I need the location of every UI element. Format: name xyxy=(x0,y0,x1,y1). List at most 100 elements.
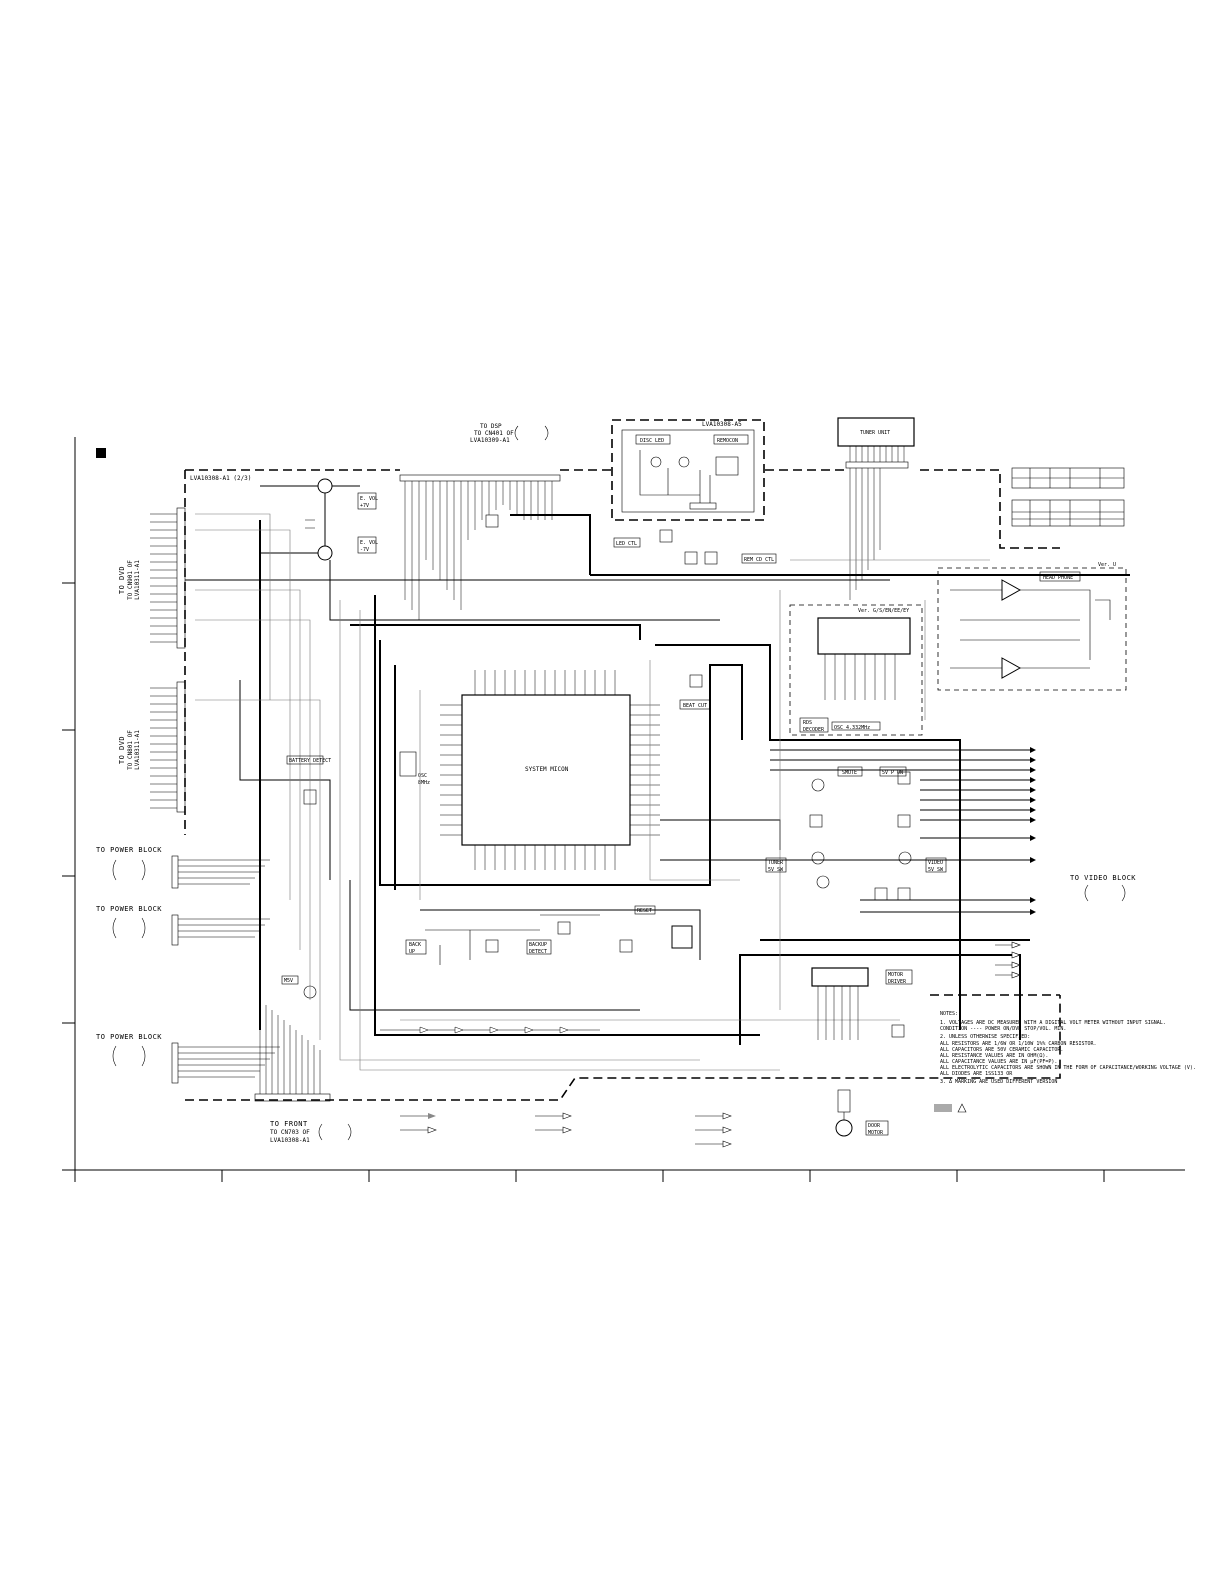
notes-line-4: ALL RESISTORS ARE 1/6W OR 1/10W 1%% CARB… xyxy=(940,1041,1097,1047)
to-dsp-bracket xyxy=(514,425,549,441)
notes-line-2: CONDITION ---- POWER ON/DVD STOP/VOL. MI… xyxy=(940,1026,1066,1032)
beat-cut-label: BEAT CUT xyxy=(683,703,707,709)
door-motor xyxy=(835,1089,853,1137)
disc-led-box xyxy=(635,434,671,445)
notes-line-9: ALL DIODES ARE 1SS133 OR xyxy=(940,1071,1013,1077)
video-sw-label-1: VIDEO xyxy=(928,860,943,866)
to-video-bracket xyxy=(1084,884,1126,902)
notes-line-1: 1. VOLTAGES ARE DC MEASURED WITH A DIGIT… xyxy=(940,1020,1166,1026)
bus-lines xyxy=(185,514,1130,1045)
motor-driver-label-2: DRIVER xyxy=(888,979,907,985)
power-block-1-label: TO POWER BLOCK xyxy=(96,846,162,854)
power-block-1-bracket xyxy=(112,859,146,881)
led-ctl-label: LED CTL xyxy=(616,541,637,547)
board-label: LVA10308-A1 (2/3) xyxy=(190,475,251,482)
system-micon-ic xyxy=(461,694,631,846)
door-motor-label-2: MOTOR xyxy=(868,1130,884,1136)
to-front-label-1: TO FRONT xyxy=(270,1120,308,1128)
tuner-sw-label-1: TUNER xyxy=(768,860,784,866)
tuner-sw-box xyxy=(765,857,787,873)
head-phone-box xyxy=(1039,571,1081,582)
rds-ic xyxy=(817,617,911,655)
right-arrows xyxy=(1030,747,1036,915)
svg-text:LVA10311-A1: LVA10311-A1 xyxy=(134,560,141,600)
m5v-label: M5V xyxy=(284,978,293,984)
e-vol-minus-label-1: E. VOL xyxy=(360,540,378,546)
motor-transistor xyxy=(891,1024,905,1038)
remocon-box xyxy=(713,434,749,445)
osc-rds-box xyxy=(831,721,881,731)
remocon-label: REMOCON xyxy=(717,438,738,444)
sw-on-box xyxy=(879,766,907,777)
ver-rds-label: Ver. G/S/EN/EE/EY xyxy=(858,608,909,614)
motor-pins xyxy=(817,986,859,1040)
title-square-marker xyxy=(96,448,106,458)
main-board-outline xyxy=(184,469,1061,1101)
notes-title: NOTES: xyxy=(940,1011,958,1017)
legend-gray-swatch xyxy=(934,1104,952,1112)
osc-mcu-label-1: OSC xyxy=(418,773,427,779)
motor-driver-ic xyxy=(811,967,869,987)
svg-text:TO CN801 OF: TO CN801 OF xyxy=(127,730,134,770)
sub-board-outline xyxy=(611,419,765,521)
tuner-sw-label-2: 5V SW xyxy=(768,867,784,873)
rds-decoder-box xyxy=(799,717,829,733)
e-vol-regulators xyxy=(260,478,377,561)
backup-detect-box xyxy=(526,939,552,955)
rds-label-2: DECODER xyxy=(803,727,825,733)
notes-line-8: ALL ELECTROLYTIC CAPACITORS ARE SHOWN IN… xyxy=(940,1065,1196,1071)
back-up-label-1: BACK xyxy=(409,942,421,948)
motor-driver-label-1: MOTOR xyxy=(888,972,904,978)
battery-detect-label: BATTERY DETECT xyxy=(289,758,331,764)
rem-cd-ctl-label: REM CD CTL xyxy=(744,557,774,563)
gray-wiring xyxy=(195,513,990,1071)
rem-cd-ctl-box xyxy=(741,553,777,564)
bus-arrows xyxy=(380,1026,600,1034)
to-front-label-3: LVA10308-A1 xyxy=(270,1137,310,1144)
sub-board-label: LVA10308-A5 xyxy=(702,421,742,428)
headphone-amps xyxy=(950,579,1111,679)
tuner-connector xyxy=(845,446,909,600)
connector-front xyxy=(254,1000,331,1102)
power-block-3-bracket xyxy=(112,1045,146,1067)
e-vol-plus-label-2: +7V xyxy=(360,503,369,509)
backup-detect-label-1: BACKUP xyxy=(529,942,547,948)
connector-dvd-2 xyxy=(150,681,186,813)
reset-parts xyxy=(425,914,693,965)
to-dsp-label-3: LVA10309-A1 xyxy=(470,437,510,444)
svg-text:TO CN901 OF: TO CN901 OF xyxy=(127,560,134,600)
video-sw-label-2: 5V SW xyxy=(928,867,944,873)
notes-line-7: ALL CAPACITANCE VALUES ARE IN μF(PF=P). xyxy=(940,1059,1057,1065)
sub-board-parts xyxy=(639,450,739,510)
osc-crystal xyxy=(399,751,417,777)
osc-rds-label: OSC 4.332MHz xyxy=(834,725,870,731)
osc-mcu-label-2: 8MHz xyxy=(418,780,430,786)
to-dsp-label-1: TO DSP xyxy=(480,423,502,430)
power-block-2-label: TO POWER BLOCK xyxy=(96,905,162,913)
to-dvd-2-label: TO DVD TO CN801 OF LVA10311-A1 xyxy=(118,730,141,770)
power-connectors xyxy=(171,855,280,1084)
to-front-label-2: TO CN703 OF xyxy=(270,1129,310,1136)
sub-board-inner xyxy=(621,429,755,513)
rds-outline xyxy=(789,604,923,736)
tuner-unit-box xyxy=(837,417,915,447)
notes-line-5: ALL CAPACITORS ARE 50V CERAMIC CAPACITOR… xyxy=(940,1047,1063,1053)
notes-line-10: 3. Δ MARKING ARE USED DIFFERENT VERSION xyxy=(940,1079,1057,1085)
tuner-unit-label: TUNER UNIT xyxy=(860,430,890,436)
micon-pins xyxy=(440,670,660,870)
door-motor-label-1: DOOR xyxy=(868,1123,881,1129)
back-up-label-2: UP xyxy=(409,949,415,955)
reset-box xyxy=(634,905,656,915)
connector-dvd-1 xyxy=(150,507,186,649)
to-front-bracket xyxy=(318,1123,352,1141)
m5v-box xyxy=(281,975,299,985)
e-vol-minus-label-2: -7V xyxy=(360,547,369,553)
to-video-label: TO VIDEO BLOCK xyxy=(1070,874,1136,882)
battery-detect-box xyxy=(286,755,324,765)
notes-line-6: ALL RESISTANCE VALUES ARE IN OHM(Ω). xyxy=(940,1053,1048,1059)
e-vol-plus-label-1: E. VOL xyxy=(360,496,378,502)
warning-triangle-icon xyxy=(957,1103,967,1113)
power-block-2-bracket xyxy=(112,917,146,939)
